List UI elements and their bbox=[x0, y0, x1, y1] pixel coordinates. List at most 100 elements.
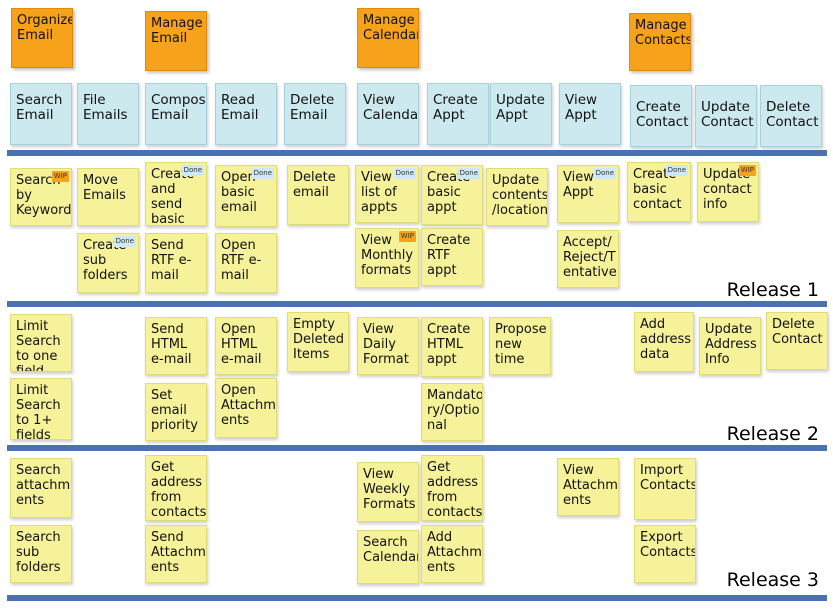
story-label: View Weekly Formats bbox=[363, 467, 416, 512]
done-tag: Done bbox=[181, 165, 204, 176]
task-note: Update Contact bbox=[695, 85, 757, 147]
story-note: Add Attachm ents bbox=[421, 525, 483, 583]
activity-label: Manage Contacts bbox=[635, 18, 691, 48]
story-note: Set email priority bbox=[145, 383, 207, 441]
story-label: Accept/ Reject/T entative bbox=[563, 235, 617, 280]
story-label: Send Attachm ents bbox=[151, 530, 206, 575]
task-note: Delete Contact bbox=[760, 85, 822, 147]
release-divider bbox=[7, 301, 827, 307]
story-label: View Daily Format bbox=[363, 322, 409, 367]
release-label: Release 2 bbox=[726, 423, 819, 445]
story-label: Open RTF e-mail bbox=[221, 238, 262, 283]
release-divider bbox=[7, 445, 827, 451]
story-note: Move Emails bbox=[77, 168, 139, 226]
story-label: Create HTML appt bbox=[427, 322, 471, 367]
wip-tag: WIP bbox=[398, 231, 416, 242]
story-note: Search Calendar bbox=[357, 530, 419, 584]
task-label: Create Contact bbox=[636, 99, 689, 130]
release-divider bbox=[7, 595, 827, 601]
story-note: Open RTF e-mail bbox=[215, 233, 277, 293]
story-label: View list of appts bbox=[361, 170, 398, 215]
task-label: Create Appt bbox=[433, 92, 478, 123]
task-note: Compose Email bbox=[145, 83, 207, 145]
task-label: Delete Email bbox=[290, 92, 335, 123]
story-label: Set email priority bbox=[151, 388, 198, 433]
task-note: File Emails bbox=[77, 83, 139, 145]
task-note: Delete Email bbox=[284, 83, 346, 145]
story-label: Open basic email bbox=[221, 170, 257, 215]
task-label: Delete Contact bbox=[766, 99, 819, 130]
story-label: Delete email bbox=[293, 170, 336, 200]
story-label: Update contents /location bbox=[492, 173, 548, 218]
story-note: Limit Search to one field bbox=[10, 314, 72, 372]
done-tag: Done bbox=[113, 236, 136, 247]
story-note: Get address from contacts bbox=[145, 455, 207, 521]
story-label: Search by Keyword bbox=[16, 173, 72, 218]
activity-label: Organize Email bbox=[17, 13, 73, 43]
story-note: Delete email bbox=[287, 165, 349, 225]
done-tag: Done bbox=[251, 168, 274, 179]
story-label: Export Contacts bbox=[640, 530, 696, 560]
story-label: View Monthly formats bbox=[361, 233, 414, 278]
task-note: View Calendar bbox=[357, 83, 419, 145]
task-note: Read Email bbox=[215, 83, 277, 145]
story-label: Mandato ry/Optio nal bbox=[427, 388, 483, 433]
task-note: Update Appt bbox=[490, 83, 552, 145]
story-label: Create RTF appt bbox=[427, 233, 471, 278]
story-note: Propose new time bbox=[489, 317, 551, 375]
task-note: Create Contact bbox=[630, 85, 692, 147]
task-label: Read Email bbox=[221, 92, 259, 123]
task-label: File Emails bbox=[83, 92, 128, 123]
story-note: Limit Search to 1+ fields bbox=[10, 378, 72, 440]
task-label: Search Email bbox=[16, 92, 63, 123]
story-note: Create HTML appt bbox=[421, 317, 483, 377]
story-note: Search sub folders bbox=[10, 525, 72, 583]
done-tag: Done bbox=[393, 168, 416, 179]
story-note: Add address data bbox=[634, 312, 694, 372]
activity-label: Manage Calendar bbox=[363, 13, 419, 43]
activity-note: Manage Calendar bbox=[357, 8, 419, 68]
story-note: Send Attachm ents bbox=[145, 525, 207, 583]
story-label: Search sub folders bbox=[16, 530, 61, 575]
task-label: Compose Email bbox=[151, 92, 206, 123]
story-note: Send HTML e-mail bbox=[145, 317, 207, 375]
task-label: View Appt bbox=[565, 92, 598, 123]
task-note: Create Appt bbox=[427, 83, 489, 145]
task-label: View Calendar bbox=[363, 92, 419, 123]
story-label: Get address from contacts bbox=[151, 460, 207, 520]
task-label: Update Contact bbox=[701, 99, 754, 130]
story-label: Send RTF e-mail bbox=[151, 238, 192, 283]
release-label: Release 1 bbox=[726, 279, 819, 301]
story-label: Update contact info bbox=[703, 167, 752, 212]
wip-tag: WIP bbox=[738, 165, 756, 176]
activity-note: Manage Contacts bbox=[629, 13, 691, 71]
story-note: Open HTML e-mail bbox=[215, 317, 277, 375]
task-note: Search Email bbox=[10, 83, 72, 145]
story-label: Open Attachm ents bbox=[221, 383, 276, 428]
story-label: Propose new time bbox=[495, 322, 547, 367]
task-note: View Appt bbox=[559, 83, 621, 145]
activity-label: Manage Email bbox=[151, 16, 203, 46]
wip-tag: WIP bbox=[51, 171, 69, 182]
task-label: Update Appt bbox=[496, 92, 545, 123]
story-label: Limit Search to one field bbox=[16, 319, 61, 372]
story-label: Add Attachm ents bbox=[427, 530, 482, 575]
story-label: Empty Deleted Items bbox=[293, 317, 344, 362]
release-label: Release 3 bbox=[726, 569, 819, 591]
story-label: Search Calendar bbox=[363, 535, 419, 565]
activity-note: Organize Email bbox=[11, 8, 73, 68]
story-label: Open HTML e-mail bbox=[221, 322, 262, 367]
story-label: Send HTML e-mail bbox=[151, 322, 192, 367]
story-label: Search attachm ents bbox=[16, 463, 71, 508]
story-note: Open Attachm ents bbox=[215, 378, 277, 438]
story-note: Import Contacts bbox=[634, 458, 696, 520]
